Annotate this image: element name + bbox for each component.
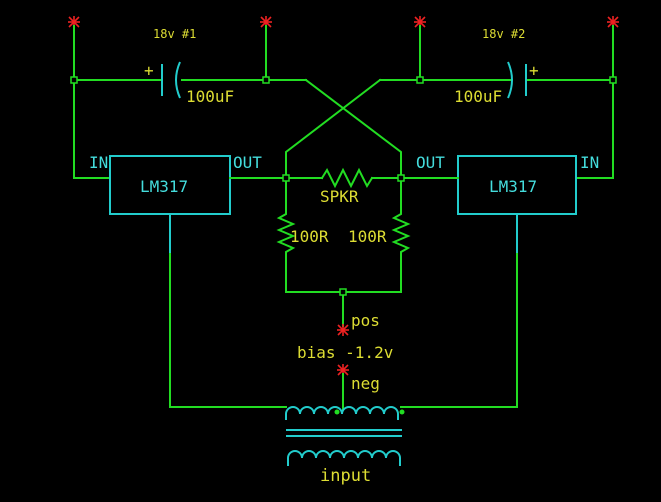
bias-pos-label: pos [351, 311, 380, 330]
capacitor-right-value: 100uF [454, 87, 502, 106]
wire-left-adj [169, 253, 287, 408]
terminal-bias-neg [337, 364, 349, 376]
junction-node [70, 76, 78, 84]
regulator-right-part: LM317 [489, 177, 537, 196]
junction-node [282, 174, 290, 182]
transformer-label: input [320, 466, 371, 486]
transformer-primary [287, 450, 401, 466]
capacitor-left: + 100uF [144, 61, 234, 106]
capacitor-right: + 100uF [454, 61, 539, 106]
capacitor-left-polarity: + [144, 61, 154, 80]
supply-right-label: 18v #2 [482, 27, 525, 41]
capacitor-left-value: 100uF [186, 87, 234, 106]
resistor-right-zigzag [391, 177, 411, 293]
regulator-right-in-label: IN [580, 153, 599, 172]
transformer-center-tap-dot [334, 409, 340, 415]
bias-voltage-label: bias -1.2v [297, 343, 393, 362]
regulator-left-in-label: IN [89, 153, 108, 172]
regulator-left: LM317 IN OUT [89, 153, 262, 215]
terminal-bias-pos [337, 324, 349, 336]
regulator-right-out-label: OUT [416, 153, 445, 172]
speaker-label: SPKR [320, 187, 359, 206]
wire-cross-b [285, 78, 382, 179]
junction-node [397, 174, 405, 182]
transformer-dot [399, 409, 405, 415]
regulator-left-out-label: OUT [233, 153, 262, 172]
bias-neg-label: neg [351, 374, 380, 393]
capacitor-right-polarity: + [529, 61, 539, 80]
speaker-zigzag [320, 167, 374, 189]
junction-node [262, 76, 270, 84]
regulator-right: LM317 OUT IN [416, 153, 599, 215]
regulator-left-part: LM317 [140, 177, 188, 196]
wire-cross-a [304, 78, 402, 179]
transformer-secondary [285, 406, 399, 420]
resistor-right-value: 100R [348, 227, 387, 246]
junction-node [416, 76, 424, 84]
resistor-left-value: 100R [290, 227, 329, 246]
supply-left-label: 18v #1 [153, 27, 196, 41]
wire-right-adj [400, 253, 518, 408]
junction-node [339, 288, 347, 296]
resistor-left-zigzag [276, 177, 402, 293]
junction-node [609, 76, 617, 84]
transformer: input [285, 406, 405, 486]
